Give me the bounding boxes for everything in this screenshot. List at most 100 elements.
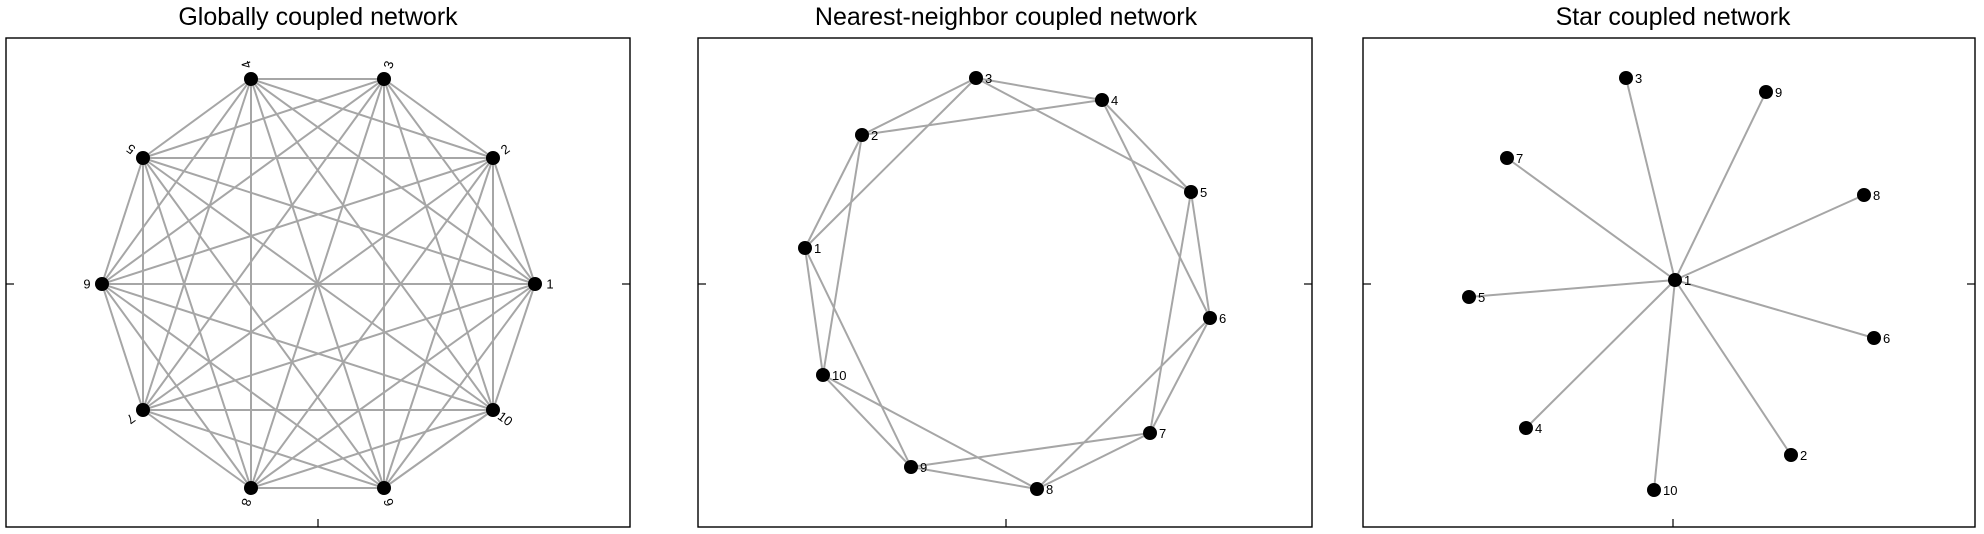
- edge-1-9: [804, 247, 912, 468]
- node-2: [1784, 448, 1798, 462]
- edge-5-9: [142, 157, 385, 489]
- edge-4-5: [1101, 99, 1192, 193]
- edge-1-7: [1506, 157, 1676, 281]
- axes-frame: [1362, 37, 1976, 528]
- edge-7-9: [910, 432, 1151, 468]
- edge-1-5: [1468, 279, 1676, 298]
- edge-1-9: [1674, 91, 1767, 281]
- edge-4-6: [1101, 99, 1211, 319]
- edge-5-10: [142, 157, 494, 411]
- edge-1-10: [1653, 279, 1676, 491]
- node-6: [1203, 311, 1217, 325]
- edge-3-5: [975, 77, 1192, 193]
- node-3: [969, 71, 983, 85]
- edge-1-3: [1625, 77, 1676, 281]
- node-1: [528, 277, 542, 291]
- edge-1-5: [142, 157, 536, 285]
- edge-5-8: [142, 157, 252, 489]
- edge-1-2: [1674, 279, 1792, 456]
- node-label-8: 8: [238, 497, 255, 509]
- edge-4-5: [142, 78, 252, 159]
- edge-2-4: [861, 99, 1103, 136]
- node-1: [1668, 273, 1682, 287]
- axes-frame: [697, 37, 1313, 528]
- edge-1-4: [250, 78, 536, 285]
- edge-2-9: [383, 157, 494, 489]
- node-4: [1519, 421, 1533, 435]
- edge-group: [804, 77, 1211, 490]
- node-label-6: 6: [1883, 331, 1890, 346]
- node-7: [1500, 151, 1514, 165]
- node-label-2: 2: [498, 141, 513, 157]
- edge-1-2: [492, 157, 536, 285]
- edge-6-10: [101, 283, 494, 411]
- edge-8-10: [250, 409, 494, 489]
- edge-1-10: [492, 283, 536, 411]
- node-label-3: 3: [1635, 71, 1642, 86]
- edge-7-8: [1036, 432, 1151, 490]
- node-4: [244, 72, 258, 86]
- node-label-3: 3: [380, 59, 396, 70]
- node-label-7: 7: [1159, 426, 1166, 441]
- edge-1-8: [1674, 194, 1865, 281]
- edge-5-6: [101, 157, 144, 285]
- node-label-7: 7: [123, 411, 138, 427]
- panel-title: Star coupled network: [1556, 3, 1791, 31]
- edge-6-9: [101, 283, 385, 489]
- edge-5-6: [1190, 191, 1211, 319]
- edge-4-7: [142, 78, 252, 411]
- edge-6-7: [1149, 317, 1211, 434]
- node-2: [855, 128, 869, 142]
- node-label-10: 10: [832, 368, 846, 383]
- edge-5-7: [1149, 191, 1192, 434]
- node-5: [1184, 185, 1198, 199]
- node-label-10: 10: [495, 408, 516, 429]
- edge-1-10: [804, 247, 824, 376]
- node-10: [1647, 483, 1661, 497]
- node-label-2: 2: [1800, 448, 1807, 463]
- node-label-6: 6: [83, 277, 90, 292]
- node-10: [486, 403, 500, 417]
- edge-3-6: [101, 78, 385, 285]
- edge-6-8: [101, 283, 252, 489]
- node-7: [1143, 426, 1157, 440]
- node-2: [486, 151, 500, 165]
- panel-title: Nearest-neighbor coupled network: [815, 3, 1198, 31]
- node-label-8: 8: [1046, 482, 1053, 497]
- node-9: [377, 481, 391, 495]
- panel-nearest-neighbor-coupled: Nearest-neighbor coupled network 1234567…: [697, 3, 1313, 528]
- node-8: [1030, 482, 1044, 496]
- edge-7-9: [142, 409, 385, 489]
- edge-1-6: [1674, 279, 1875, 339]
- node-label-4: 4: [1535, 421, 1542, 436]
- edge-group: [101, 78, 536, 489]
- node-6: [1867, 331, 1881, 345]
- edge-8-9: [910, 466, 1038, 490]
- panel-title: Globally coupled network: [178, 3, 458, 31]
- edge-2-3: [861, 77, 977, 136]
- node-1: [798, 241, 812, 255]
- node-8: [1857, 188, 1871, 202]
- node-3: [377, 72, 391, 86]
- edge-1-2: [804, 134, 863, 249]
- node-label-1: 1: [814, 241, 821, 256]
- node-6: [95, 277, 109, 291]
- node-8: [244, 481, 258, 495]
- node-label-4: 4: [1111, 93, 1118, 108]
- node-label-6: 6: [1219, 311, 1226, 326]
- edge-8-10: [822, 374, 1038, 490]
- node-5: [1462, 290, 1476, 304]
- node-label-4: 4: [238, 59, 255, 71]
- edge-9-10: [383, 409, 494, 489]
- edge-2-3: [383, 78, 494, 159]
- node-label-8: 8: [1873, 188, 1880, 203]
- edge-6-7: [101, 283, 144, 411]
- node-10: [816, 368, 830, 382]
- edge-2-10: [822, 134, 863, 376]
- node-5: [136, 151, 150, 165]
